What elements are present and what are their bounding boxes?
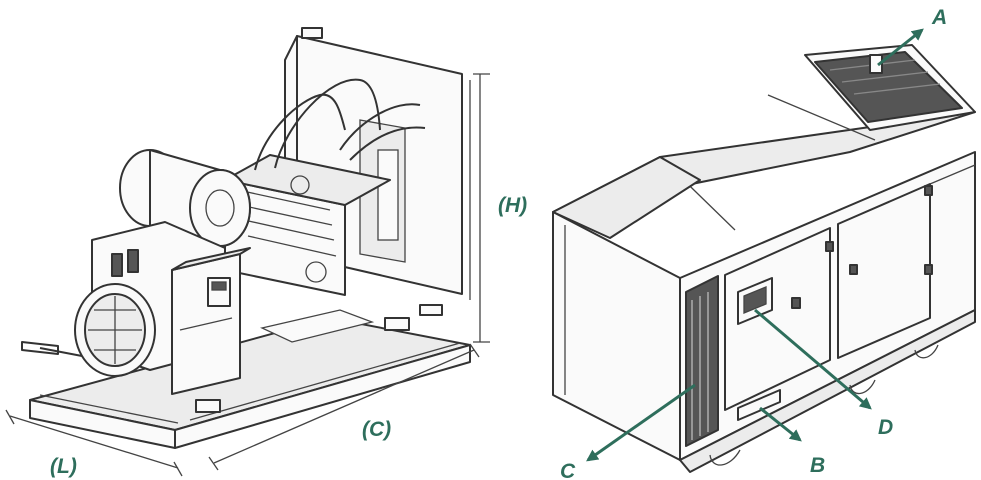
callout-a-label: A	[931, 6, 947, 29]
callout-d-label: D	[878, 416, 893, 439]
callout-c-label: C	[560, 460, 576, 480]
length-label: (L)	[50, 455, 77, 478]
width-label: (C)	[362, 418, 391, 441]
canopy-generator-set-drawing-icon	[552, 44, 976, 473]
callout-b-label: B	[810, 454, 825, 477]
callout-arrows	[586, 28, 924, 462]
dimension-lines	[5, 73, 490, 477]
open-generator-set-drawing-icon	[21, 27, 471, 449]
height-label: (H)	[498, 194, 527, 217]
